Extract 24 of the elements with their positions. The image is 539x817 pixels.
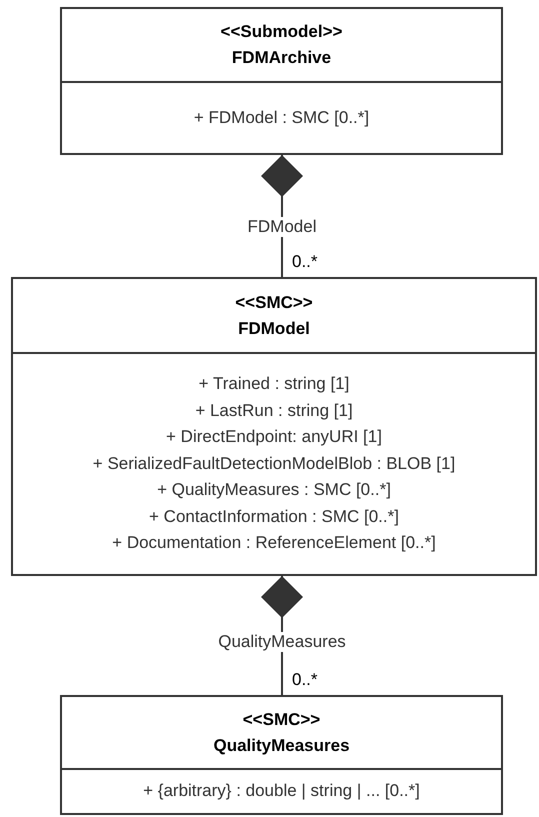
class-box	[60, 695, 503, 815]
attribute-text: + Trained : string [1]	[198, 372, 350, 395]
attribute-text: + SerializedFaultDetectionModelBlob : BLOB [1]	[92, 452, 456, 475]
attribute-text: + ContactInformation : SMC [0..*]	[149, 506, 399, 528]
attribute-text: + FDModel : SMC [0..*]	[194, 106, 370, 129]
attribute-text: + LastRun : string [1]	[195, 400, 353, 422]
multiplicity-label: 0..*	[292, 252, 318, 272]
attribute-text: + {arbitrary} : double | string | ... [0..*]	[143, 780, 420, 802]
edge-label: FDModel	[246, 217, 318, 237]
class-name: QualityMeasures	[213, 734, 350, 756]
attribute-text: + QualityMeasures : SMC [0..*]	[157, 479, 391, 502]
class-name: FDModel	[238, 318, 310, 340]
composition-line	[261, 155, 303, 277]
attribute-text: + Documentation : ReferenceElement [0..*]	[112, 532, 436, 554]
class-box	[11, 277, 537, 576]
stereotype-label: <<Submodel>>	[220, 21, 342, 43]
class-name: FDMArchive	[232, 47, 332, 69]
attribute-text: + DirectEndpoint: anyURI [1]	[166, 426, 382, 448]
composition-line	[261, 576, 303, 695]
edge-label: QualityMeasures	[216, 632, 348, 652]
class-box	[60, 7, 503, 155]
stereotype-label: <<SMC>>	[242, 708, 320, 730]
stereotype-label: <<SMC>>	[235, 292, 313, 314]
multiplicity-label: 0..*	[292, 670, 318, 690]
